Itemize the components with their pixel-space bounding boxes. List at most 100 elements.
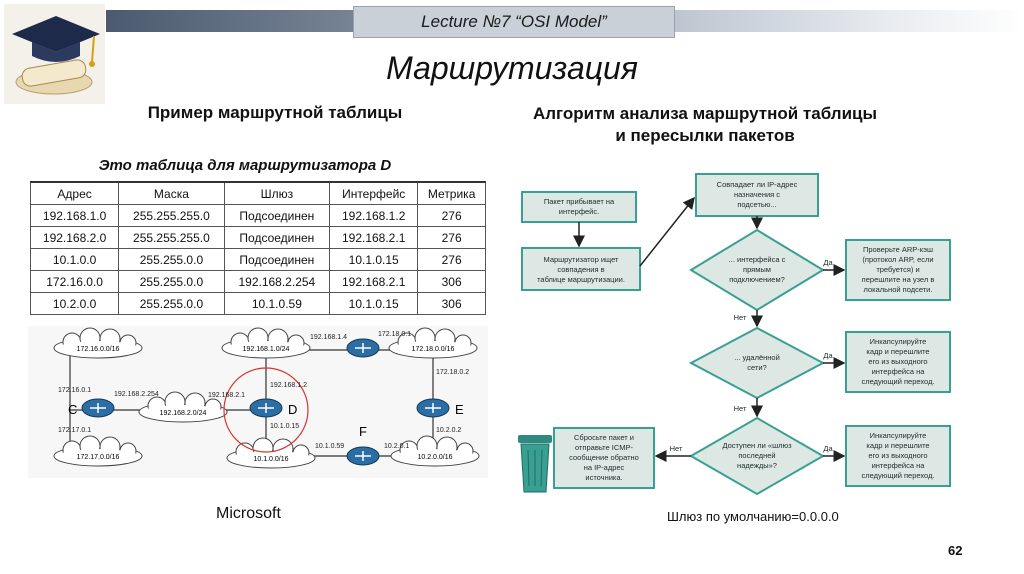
address-label: 10.2.0.2 — [436, 427, 461, 434]
address-label: 192.168.1.4 — [310, 334, 347, 341]
flow-text: Проверьте ARP-кэш — [863, 245, 933, 254]
address-label: 172.18.0.1 — [378, 331, 411, 338]
flow-check-arp: Проверьте ARP-кэш (протокол ARP, если тр… — [845, 239, 951, 301]
table-cell: Подсоединен — [223, 248, 331, 271]
routing-flowchart: Пакет прибывает на интерфейс. Маршрутиза… — [518, 173, 951, 496]
flow-text: Сбросьте пакет и — [574, 433, 634, 442]
flow-text: последней — [738, 451, 775, 460]
flow-text: следующий переход. — [861, 471, 934, 480]
cloud-192-168-1: 192.168.1.0/24 — [221, 327, 311, 359]
flow-text: подключением? — [729, 275, 785, 284]
router-icon — [346, 446, 380, 466]
table-cell: 255.255.0.0 — [118, 270, 225, 293]
right-heading-line1: Алгоритм анализа маршрутной таблицы — [532, 104, 878, 123]
cloud-10-1: 10.1.0.0/16 — [226, 437, 316, 469]
table-cell: 192.168.2.254 — [223, 270, 331, 293]
table-header-row: Адрес Маска Шлюз Интерфейс Метрика — [29, 181, 486, 205]
flow-text: назначения с — [734, 190, 780, 199]
cloud-10-2: 10.2.0.0/16 — [390, 435, 480, 467]
flow-text: кадр и перешлите — [866, 347, 929, 356]
column-header: Шлюз — [223, 181, 331, 205]
column-header: Метрика — [417, 181, 486, 205]
flow-text: Инкапсулируйте — [870, 337, 927, 346]
table-row: 192.168.2.0 255.255.255.0 Подсоединен 19… — [29, 226, 486, 249]
flow-text: таблице маршрутизации. — [537, 275, 625, 284]
flow-text: перешлите на узел в — [862, 275, 935, 284]
table-cell: 255.255.255.0 — [118, 204, 225, 227]
cloud-172-18: 172.18.0.0/16 — [388, 327, 478, 359]
table-row: 10.1.0.0 255.255.0.0 Подсоединен 10.1.0.… — [29, 248, 486, 271]
cloud-label: 10.1.0.0/16 — [253, 456, 288, 463]
flow-text: интерфейс. — [559, 207, 599, 216]
flow-drop-packet: Сбросьте пакет и отправьте ICMP- сообщен… — [553, 427, 655, 489]
flow-text: следующий переход. — [861, 377, 934, 386]
flow-router-searches: Маршрутизатор ищет совпадения в таблице … — [521, 247, 641, 291]
highlight-circle — [223, 367, 309, 453]
flow-text: источника. — [585, 473, 622, 482]
table-cell: 192.168.1.0 — [29, 204, 120, 227]
no-label: Нет — [734, 404, 747, 413]
table-cell: 10.1.0.15 — [329, 248, 419, 271]
yes-label: Да — [823, 351, 833, 360]
no-label: Нет — [734, 313, 747, 322]
network-diagram: 172.16.0.0/16 192.168.1.0/24 172.18.0.0/… — [28, 326, 488, 478]
right-heading-line2: и пересылки пакетов — [615, 126, 795, 145]
flow-text: кадр и перешлите — [866, 441, 929, 450]
table-row: 192.168.1.0 255.255.255.0 Подсоединен 19… — [29, 204, 486, 227]
table-cell: 276 — [417, 226, 486, 249]
flow-text: Инкапсулируйте — [870, 431, 927, 440]
router-icon — [81, 398, 115, 418]
table-cell: 255.255.0.0 — [118, 292, 225, 315]
slide-title: Маршрутизация — [386, 50, 638, 86]
right-heading: Алгоритм анализа маршрутной таблицы и пе… — [500, 103, 910, 147]
table-cell: 10.1.0.15 — [329, 292, 419, 315]
table-row: 172.16.0.0 255.255.0.0 192.168.2.254 192… — [29, 270, 486, 293]
flow-text: ... интерфейса с — [729, 255, 786, 264]
table-cell: 306 — [417, 292, 486, 315]
flow-text: интерфейса на — [872, 461, 926, 470]
flow-text: локальной подсети. — [864, 285, 933, 294]
flow-text: надежды»? — [737, 461, 777, 470]
cloud-label: 192.168.1.0/24 — [243, 346, 290, 353]
flow-packet-arrives: Пакет прибывает на интерфейс. — [521, 191, 637, 223]
address-label: 10.1.0.15 — [270, 423, 299, 430]
flow-text: его из выходного — [868, 357, 927, 366]
flow-text: Маршрутизатор ищет — [543, 255, 619, 264]
router-icon — [346, 338, 380, 358]
router-icon — [416, 398, 450, 418]
table-cell: Подсоединен — [223, 226, 331, 249]
column-header: Интерфейс — [329, 181, 419, 205]
source-note: Microsoft — [216, 505, 281, 522]
page-number: 62 — [948, 543, 963, 558]
table-cell: 172.16.0.0 — [29, 270, 120, 293]
lecture-title: Lecture №7 “OSI Model” — [353, 6, 675, 38]
address-label: 172.16.0.1 — [58, 387, 91, 394]
address-label: 192.168.2.254 — [114, 391, 159, 398]
address-label: 10.1.0.59 — [315, 443, 344, 450]
table-cell: 306 — [417, 270, 486, 293]
table-cell: 10.1.0.59 — [223, 292, 331, 315]
address-label: 10.2.0.1 — [384, 443, 409, 450]
flow-text: сообщение обратно — [569, 453, 639, 462]
router-label: C — [68, 402, 77, 417]
router-icon — [249, 398, 283, 418]
flow-encapsulate-1: Инкапсулируйте кадр и перешлите его из в… — [845, 331, 951, 393]
table-caption: Это таблица для маршрутизатора D — [98, 157, 392, 174]
flow-text: подсетью... — [737, 200, 776, 209]
flow-decision-gateway: Доступен ли «шлюз последней надежды»? — [688, 416, 826, 496]
flow-encapsulate-2: Инкапсулируйте кадр и перешлите его из в… — [845, 425, 951, 487]
default-gateway-note: Шлюз по умолчанию=0.0.0.0 — [667, 509, 839, 524]
table-cell: 255.255.0.0 — [118, 248, 225, 271]
address-label: 192.168.1.2 — [270, 382, 307, 389]
routing-table: Адрес Маска Шлюз Интерфейс Метрика 192.1… — [29, 181, 486, 315]
cloud-label: 172.16.0.0/16 — [77, 346, 120, 353]
column-header: Маска — [118, 181, 225, 205]
flow-text: на IP-адрес — [584, 463, 625, 472]
yes-label: Да — [823, 258, 833, 267]
flow-text: Доступен ли «шлюз — [722, 441, 792, 450]
address-label: 172.17.0.1 — [58, 427, 91, 434]
cloud-label: 10.2.0.0/16 — [417, 454, 452, 461]
flow-text: сети? — [747, 363, 766, 372]
table-row: 10.2.0.0 255.255.0.0 10.1.0.59 10.1.0.15… — [29, 292, 486, 315]
flow-text: (протокол ARP, если — [862, 255, 933, 264]
